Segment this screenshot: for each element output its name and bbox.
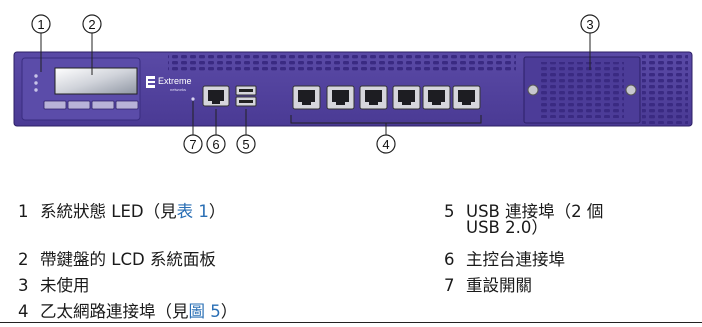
keypad-button xyxy=(67,100,91,110)
svg-text:1: 1 xyxy=(37,17,44,32)
bay-screw-left xyxy=(527,84,539,96)
bay-screw-right xyxy=(625,84,637,96)
legend-text: 系統狀態 LED（見 xyxy=(40,202,177,221)
keypad-button xyxy=(91,100,115,110)
leader-lines xyxy=(40,33,591,136)
legend-text: 帶鍵盤的 LCD 系統面板 xyxy=(40,250,216,269)
lcd-display xyxy=(54,67,138,95)
legend-number: 4 xyxy=(18,302,29,321)
svg-text:Extreme: Extreme xyxy=(158,76,192,86)
keypad-button xyxy=(43,100,67,110)
callout-2: 2 xyxy=(82,14,102,34)
appliance-front-panel-diagram: Extreme networks 1 2 3 4 5 xyxy=(13,14,693,154)
reset-pinhole xyxy=(191,97,195,101)
legend-text-line2: USB 2.0） xyxy=(466,218,548,237)
callout-6: 6 xyxy=(206,134,226,154)
legend-ref-link[interactable]: 表 1 xyxy=(176,202,209,221)
callout-4: 4 xyxy=(376,134,396,154)
legend-number: 6 xyxy=(444,250,455,269)
unused-bay-vents xyxy=(540,62,624,118)
console-port xyxy=(202,85,230,107)
callout-1: 1 xyxy=(31,14,51,34)
keypad-button xyxy=(115,100,139,110)
top-vent-strip xyxy=(168,54,516,72)
svg-text:4: 4 xyxy=(382,137,389,152)
svg-text:3: 3 xyxy=(586,17,593,32)
legend-text: 主控台連接埠 xyxy=(466,250,565,269)
ethernet-ports xyxy=(292,85,481,110)
legend-number: 3 xyxy=(18,276,29,295)
legend-number: 2 xyxy=(18,250,29,269)
bottom-rule xyxy=(0,322,702,323)
legend-text: 乙太網路連接埠（見 xyxy=(40,302,189,321)
legend-ref-link[interactable]: 圖 5 xyxy=(188,302,221,321)
legend-text: 重設開關 xyxy=(466,276,532,295)
legend-number: 1 xyxy=(18,202,29,221)
right-vent-strip xyxy=(642,54,688,124)
legend-text: USB 連接埠（2 個 xyxy=(466,202,604,221)
callout-7: 7 xyxy=(183,134,203,154)
svg-text:7: 7 xyxy=(189,137,196,152)
legend-number: 7 xyxy=(444,276,455,295)
svg-text:2: 2 xyxy=(88,17,95,32)
status-led xyxy=(34,81,38,85)
extreme-logo: Extreme networks xyxy=(146,76,192,92)
status-led xyxy=(34,88,38,92)
callout-3: 3 xyxy=(580,14,600,34)
callout-5: 5 xyxy=(236,134,256,154)
legend-text: 未使用 xyxy=(40,276,90,295)
svg-text:6: 6 xyxy=(212,137,219,152)
legend-number: 5 xyxy=(444,202,455,221)
svg-text:5: 5 xyxy=(242,137,249,152)
status-led xyxy=(34,74,38,78)
usb-ports xyxy=(235,85,257,107)
svg-text:networks: networks xyxy=(170,87,186,92)
